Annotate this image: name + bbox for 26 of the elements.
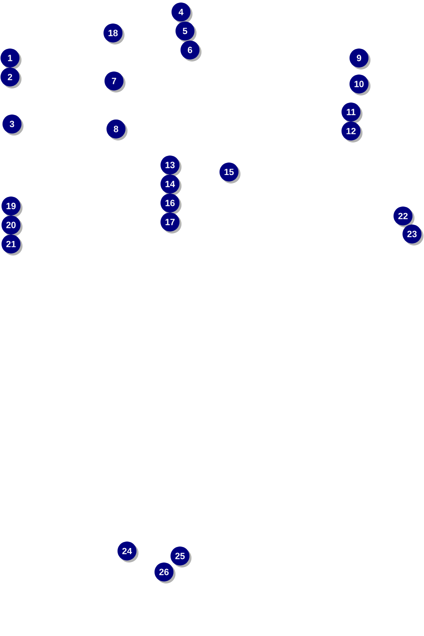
callout-number: 8 — [106, 120, 128, 140]
callout-number: 6 — [180, 40, 202, 62]
callout-number: 4 — [172, 2, 192, 24]
callout-number: 7 — [104, 72, 126, 92]
callout-number: 25 — [170, 546, 192, 568]
callout-number: 13 — [160, 156, 182, 176]
callout-number: 3 — [2, 114, 24, 136]
callout-number: 1 — [0, 48, 22, 70]
callout-number: 14 — [160, 174, 182, 196]
callout-number: 20 — [2, 216, 22, 236]
callout-number: 12 — [342, 122, 362, 142]
callout-number: 10 — [350, 74, 370, 96]
callout-number: 26 — [154, 562, 176, 584]
callout-number: 15 — [220, 162, 240, 184]
callout-number: 24 — [118, 542, 138, 562]
callout-number: 18 — [104, 24, 124, 44]
callout-number: 22 — [394, 206, 414, 228]
callout-number: 11 — [342, 102, 362, 124]
callout-number: 17 — [160, 212, 182, 234]
callout-number: 19 — [2, 196, 22, 218]
callout-number: 9 — [350, 48, 370, 70]
callout-number: 16 — [160, 194, 182, 214]
callout-number: 23 — [402, 224, 424, 246]
callout-number: 21 — [2, 234, 22, 256]
callout-number: 2 — [0, 68, 22, 88]
callout-number: 5 — [176, 22, 196, 42]
